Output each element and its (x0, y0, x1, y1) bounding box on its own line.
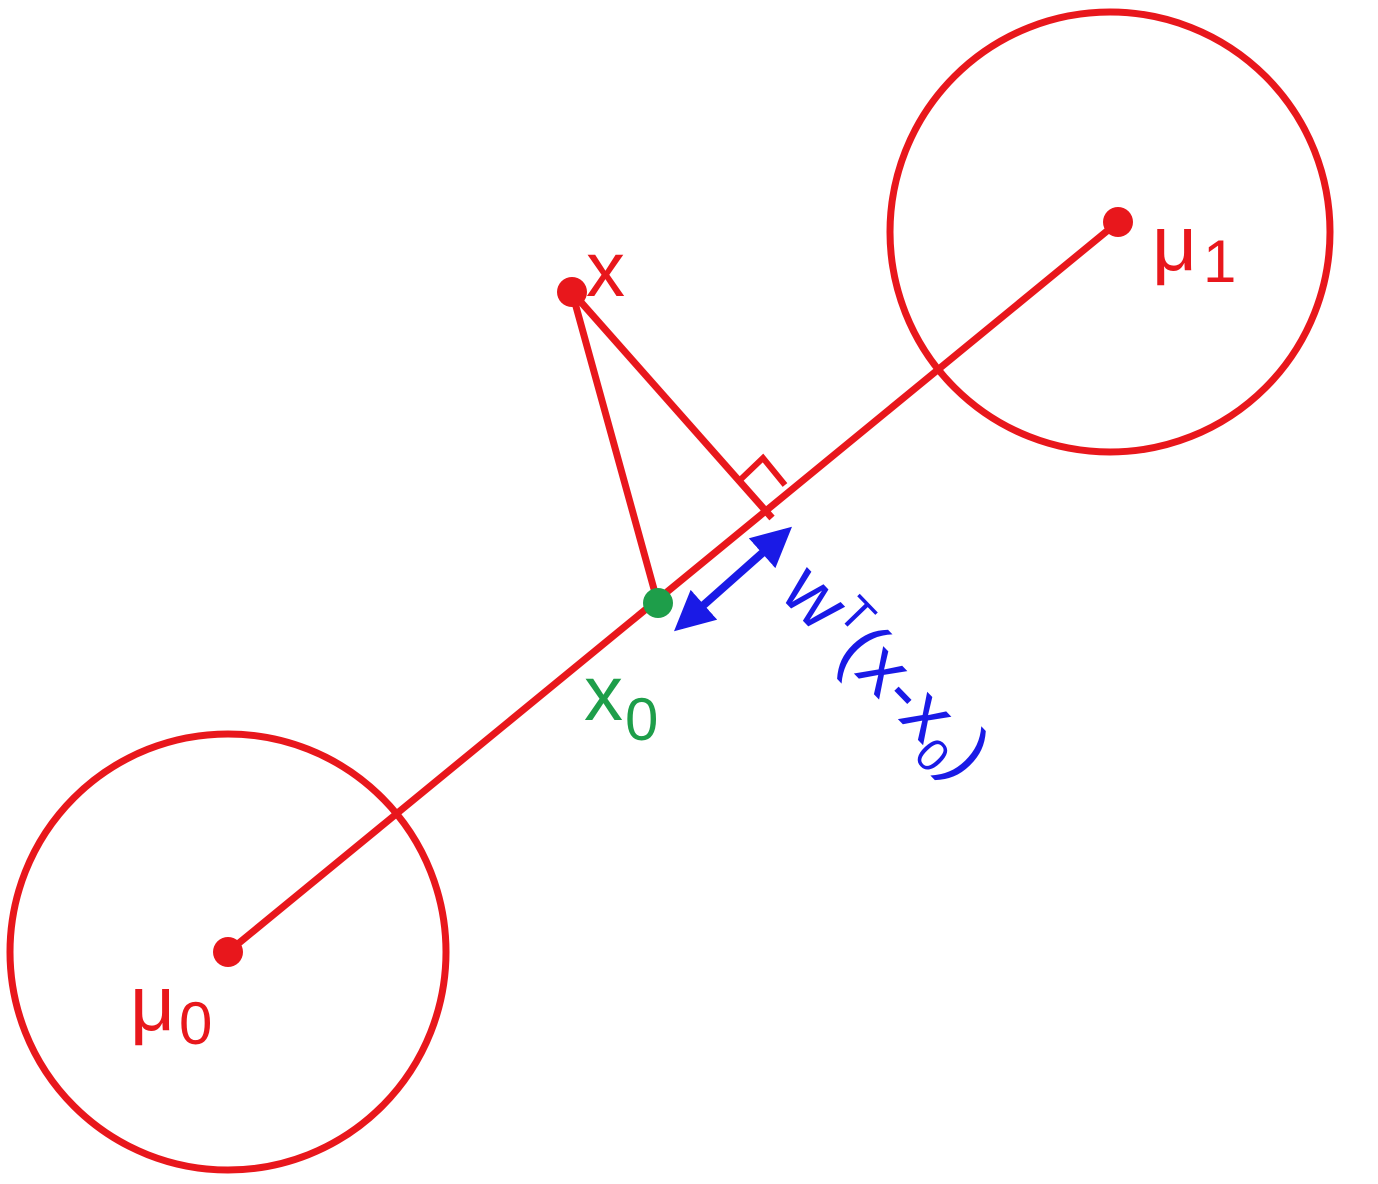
x0-label: x0 (584, 649, 658, 753)
x0-point (643, 588, 673, 618)
mu0-label: μ0 (130, 959, 212, 1057)
mean-axis-line (225, 219, 1121, 955)
class-1-circle (886, 8, 1334, 456)
x-label: x (586, 225, 625, 313)
projection-label: wT(x-x0) (759, 546, 1010, 801)
x-to-x0-line (568, 291, 661, 601)
x-point (557, 277, 587, 307)
mean-1-point (1103, 207, 1133, 237)
projection-arrow (674, 526, 792, 632)
mean-0-point (213, 937, 243, 967)
right-angle-marker (736, 453, 788, 487)
svg-text:wT(x-x0): wT(x-x0) (759, 546, 1010, 801)
class-0-circle (6, 730, 450, 1174)
